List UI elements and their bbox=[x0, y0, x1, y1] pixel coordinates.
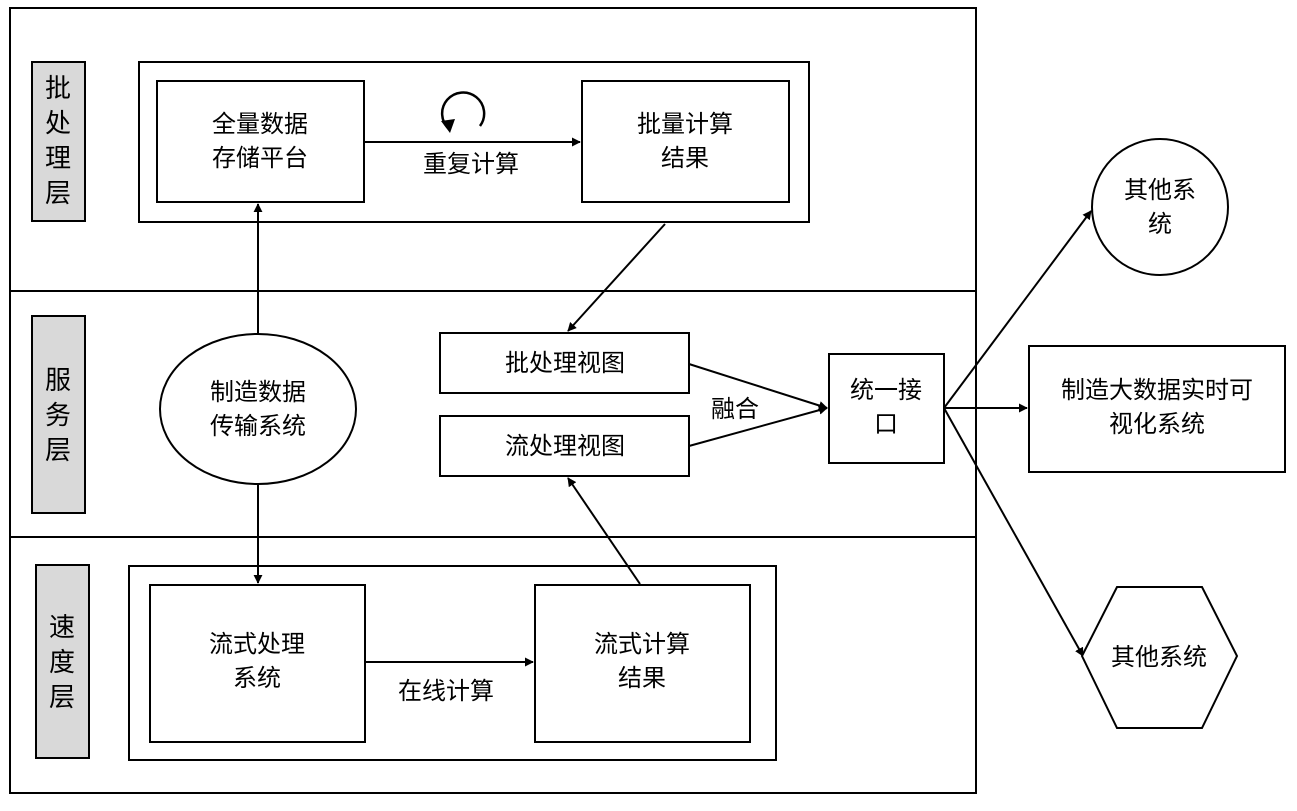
svg-text:口: 口 bbox=[874, 410, 898, 438]
svg-text:统一接: 统一接 bbox=[850, 376, 922, 404]
interface-to-other-hexagon-arrow bbox=[943, 407, 1084, 657]
loop-cycle-arrowhead bbox=[441, 119, 455, 133]
stream-result-to-stream-view-arrow bbox=[567, 477, 641, 585]
svg-text:批处理视图: 批处理视图 bbox=[505, 349, 625, 377]
service-layer-label: 服 务 层 bbox=[31, 315, 86, 514]
svg-text:全量数据: 全量数据 bbox=[212, 110, 308, 138]
svg-text:其他系统: 其他系统 bbox=[1111, 643, 1207, 671]
svg-text:传输系统: 传输系统 bbox=[210, 412, 306, 440]
batch-result-to-batch-view-arrow bbox=[567, 223, 666, 332]
batch-view-node: 批处理视图 bbox=[439, 332, 690, 394]
svg-text:视化系统: 视化系统 bbox=[1109, 410, 1205, 438]
speed-layer-char-3: 层 bbox=[49, 683, 75, 713]
speed-group-frame bbox=[128, 565, 777, 761]
svg-text:流式计算: 流式计算 bbox=[594, 630, 690, 658]
svg-text:制造大数据实时可: 制造大数据实时可 bbox=[1061, 376, 1253, 404]
batch-layer-char-1: 批 bbox=[45, 74, 71, 104]
speed-layer-char-1: 速 bbox=[49, 613, 75, 643]
stream-view-node: 流处理视图 bbox=[439, 415, 690, 477]
svg-text:系统: 系统 bbox=[233, 664, 281, 692]
fusion-arrow-batch-view bbox=[688, 363, 828, 410]
speed-layer-label: 速 度 层 bbox=[35, 564, 90, 759]
service-layer-char-3: 层 bbox=[45, 436, 71, 466]
svg-text:存储平台: 存储平台 bbox=[212, 144, 308, 172]
repeat-compute-label: 重复计算 bbox=[423, 150, 519, 178]
stream-processing-system-node: 流式处理 系统 bbox=[149, 584, 366, 743]
svg-text:统: 统 bbox=[1148, 210, 1172, 238]
svg-text:流处理视图: 流处理视图 bbox=[505, 432, 625, 460]
loop-cycle-icon bbox=[440, 91, 486, 130]
batch-layer-char-4: 层 bbox=[45, 179, 71, 209]
other-system-hexagon-node: 其他系统 bbox=[1080, 586, 1239, 729]
service-layer-char-2: 务 bbox=[45, 401, 71, 431]
interface-to-other-circle-arrow bbox=[943, 210, 1092, 409]
svg-text:批量计算: 批量计算 bbox=[637, 110, 733, 138]
data-transmission-node: 制造数据 传输系统 bbox=[159, 333, 357, 485]
speed-layer-char-2: 度 bbox=[49, 648, 75, 678]
stream-compute-result-node: 流式计算 结果 bbox=[534, 584, 751, 743]
service-layer-char-1: 服 bbox=[45, 366, 71, 396]
fusion-arrow-stream-view bbox=[688, 405, 828, 447]
batch-compute-result-node: 批量计算 结果 bbox=[581, 80, 790, 203]
unified-interface-node: 统一接 口 bbox=[828, 353, 945, 464]
svg-text:结果: 结果 bbox=[618, 664, 666, 692]
svg-text:结果: 结果 bbox=[661, 144, 709, 172]
svg-text:制造数据: 制造数据 bbox=[210, 378, 306, 406]
batch-layer-label: 批 处 理 层 bbox=[31, 61, 86, 222]
batch-layer-char-3: 理 bbox=[45, 144, 71, 174]
batch-layer-char-2: 处 bbox=[45, 109, 71, 139]
svg-text:流式处理: 流式处理 bbox=[209, 630, 305, 658]
visualization-system-node: 制造大数据实时可 视化系统 bbox=[1028, 345, 1286, 473]
other-system-circle-node: 其他系 统 bbox=[1091, 138, 1229, 276]
online-compute-label: 在线计算 bbox=[398, 677, 494, 705]
svg-text:其他系: 其他系 bbox=[1124, 176, 1196, 204]
outer-frame bbox=[9, 7, 977, 794]
fusion-label: 融合 bbox=[711, 395, 759, 423]
full-data-storage-node: 全量数据 存储平台 bbox=[156, 80, 365, 203]
batch-group-frame bbox=[138, 61, 810, 223]
